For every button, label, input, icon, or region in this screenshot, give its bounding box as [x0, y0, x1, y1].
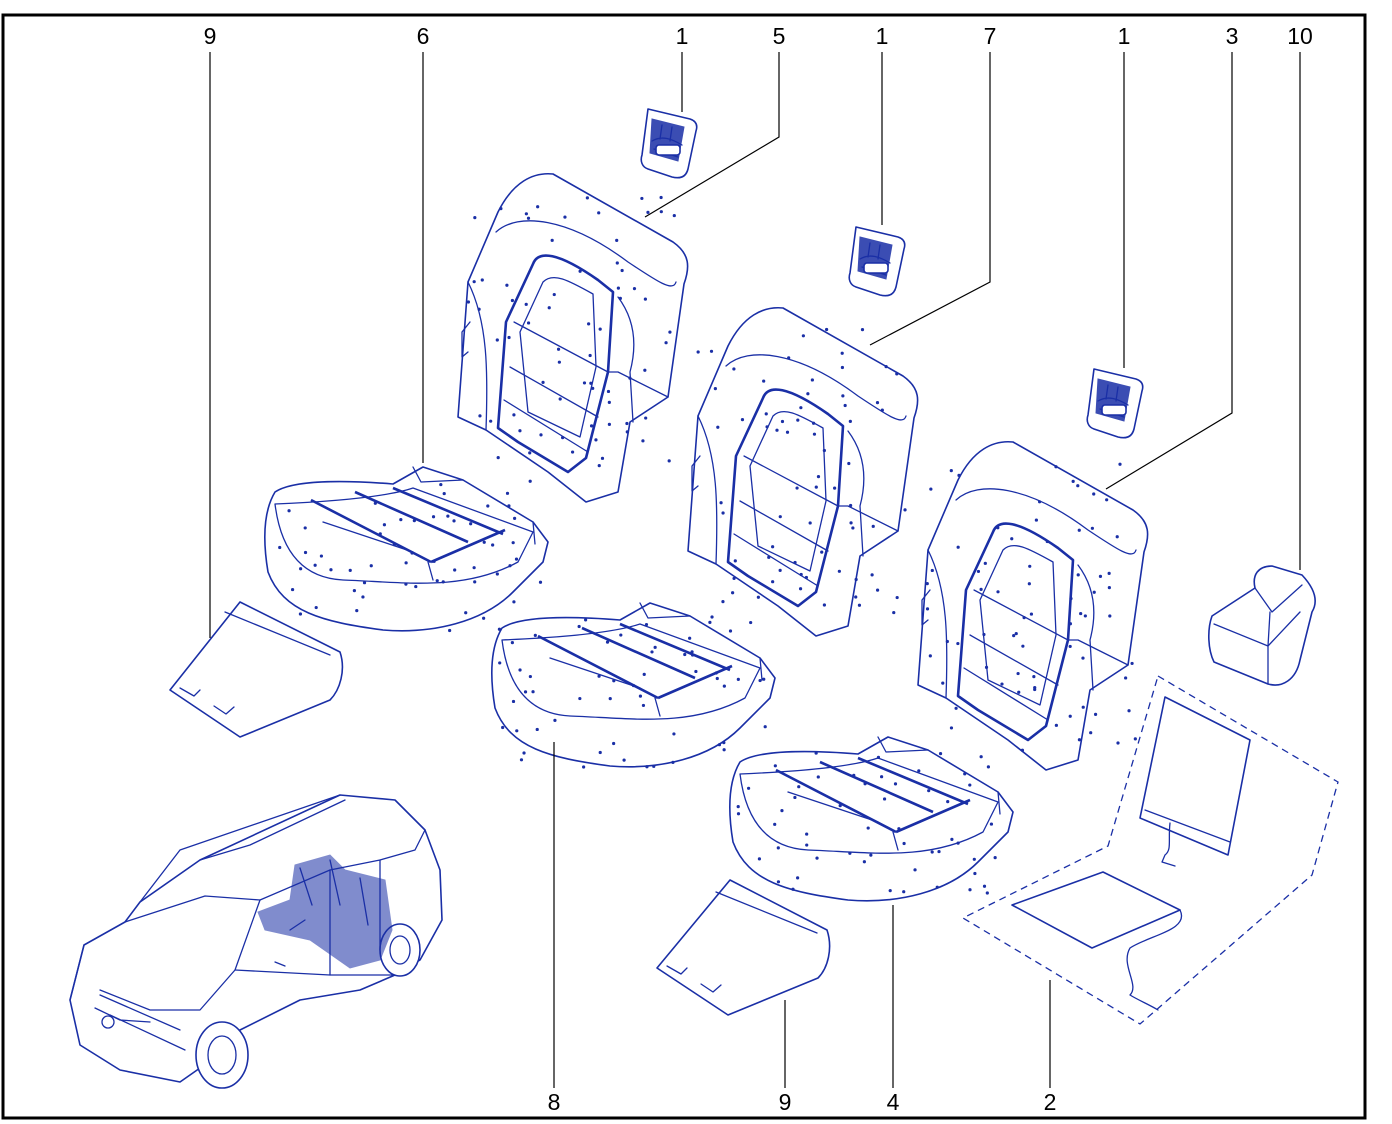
seat-cushion-foam-right — [729, 736, 1014, 902]
callout-4: 4 — [887, 1089, 900, 1115]
seat-back-foam-left — [457, 172, 689, 503]
callout-6: 6 — [417, 23, 430, 49]
armrest-foam — [1208, 565, 1316, 686]
seat-back-foam-right — [917, 440, 1149, 771]
seat-back-clip — [1086, 368, 1144, 439]
callout-2: 2 — [1044, 1089, 1057, 1115]
vehicle-locator-view — [69, 794, 443, 1089]
callout-7: 7 — [984, 23, 997, 49]
seat-back-clip — [640, 108, 698, 179]
seat-back-clip — [848, 226, 906, 297]
callout-3: 3 — [1226, 23, 1239, 49]
seat-cushion-underlay — [656, 879, 831, 1016]
seat-back-foam-center — [687, 306, 919, 637]
leader-lines — [209, 52, 1301, 1088]
callout-1-c: 1 — [1118, 23, 1131, 49]
callout-9-top: 9 — [204, 23, 217, 49]
seat-heating-element-kit — [961, 675, 1339, 1025]
seat-cushion-foam-center — [491, 602, 776, 769]
callout-8: 8 — [548, 1089, 561, 1115]
callout-9-bottom: 9 — [779, 1089, 792, 1115]
seat-cushion-foam-left — [264, 466, 549, 633]
callout-1-b: 1 — [876, 23, 889, 49]
callout-10: 10 — [1287, 23, 1313, 49]
callout-1-a: 1 — [676, 23, 689, 49]
diagram-frame — [1, 13, 1367, 1120]
seat-cushion-underlay — [169, 601, 344, 738]
callout-5: 5 — [773, 23, 786, 49]
